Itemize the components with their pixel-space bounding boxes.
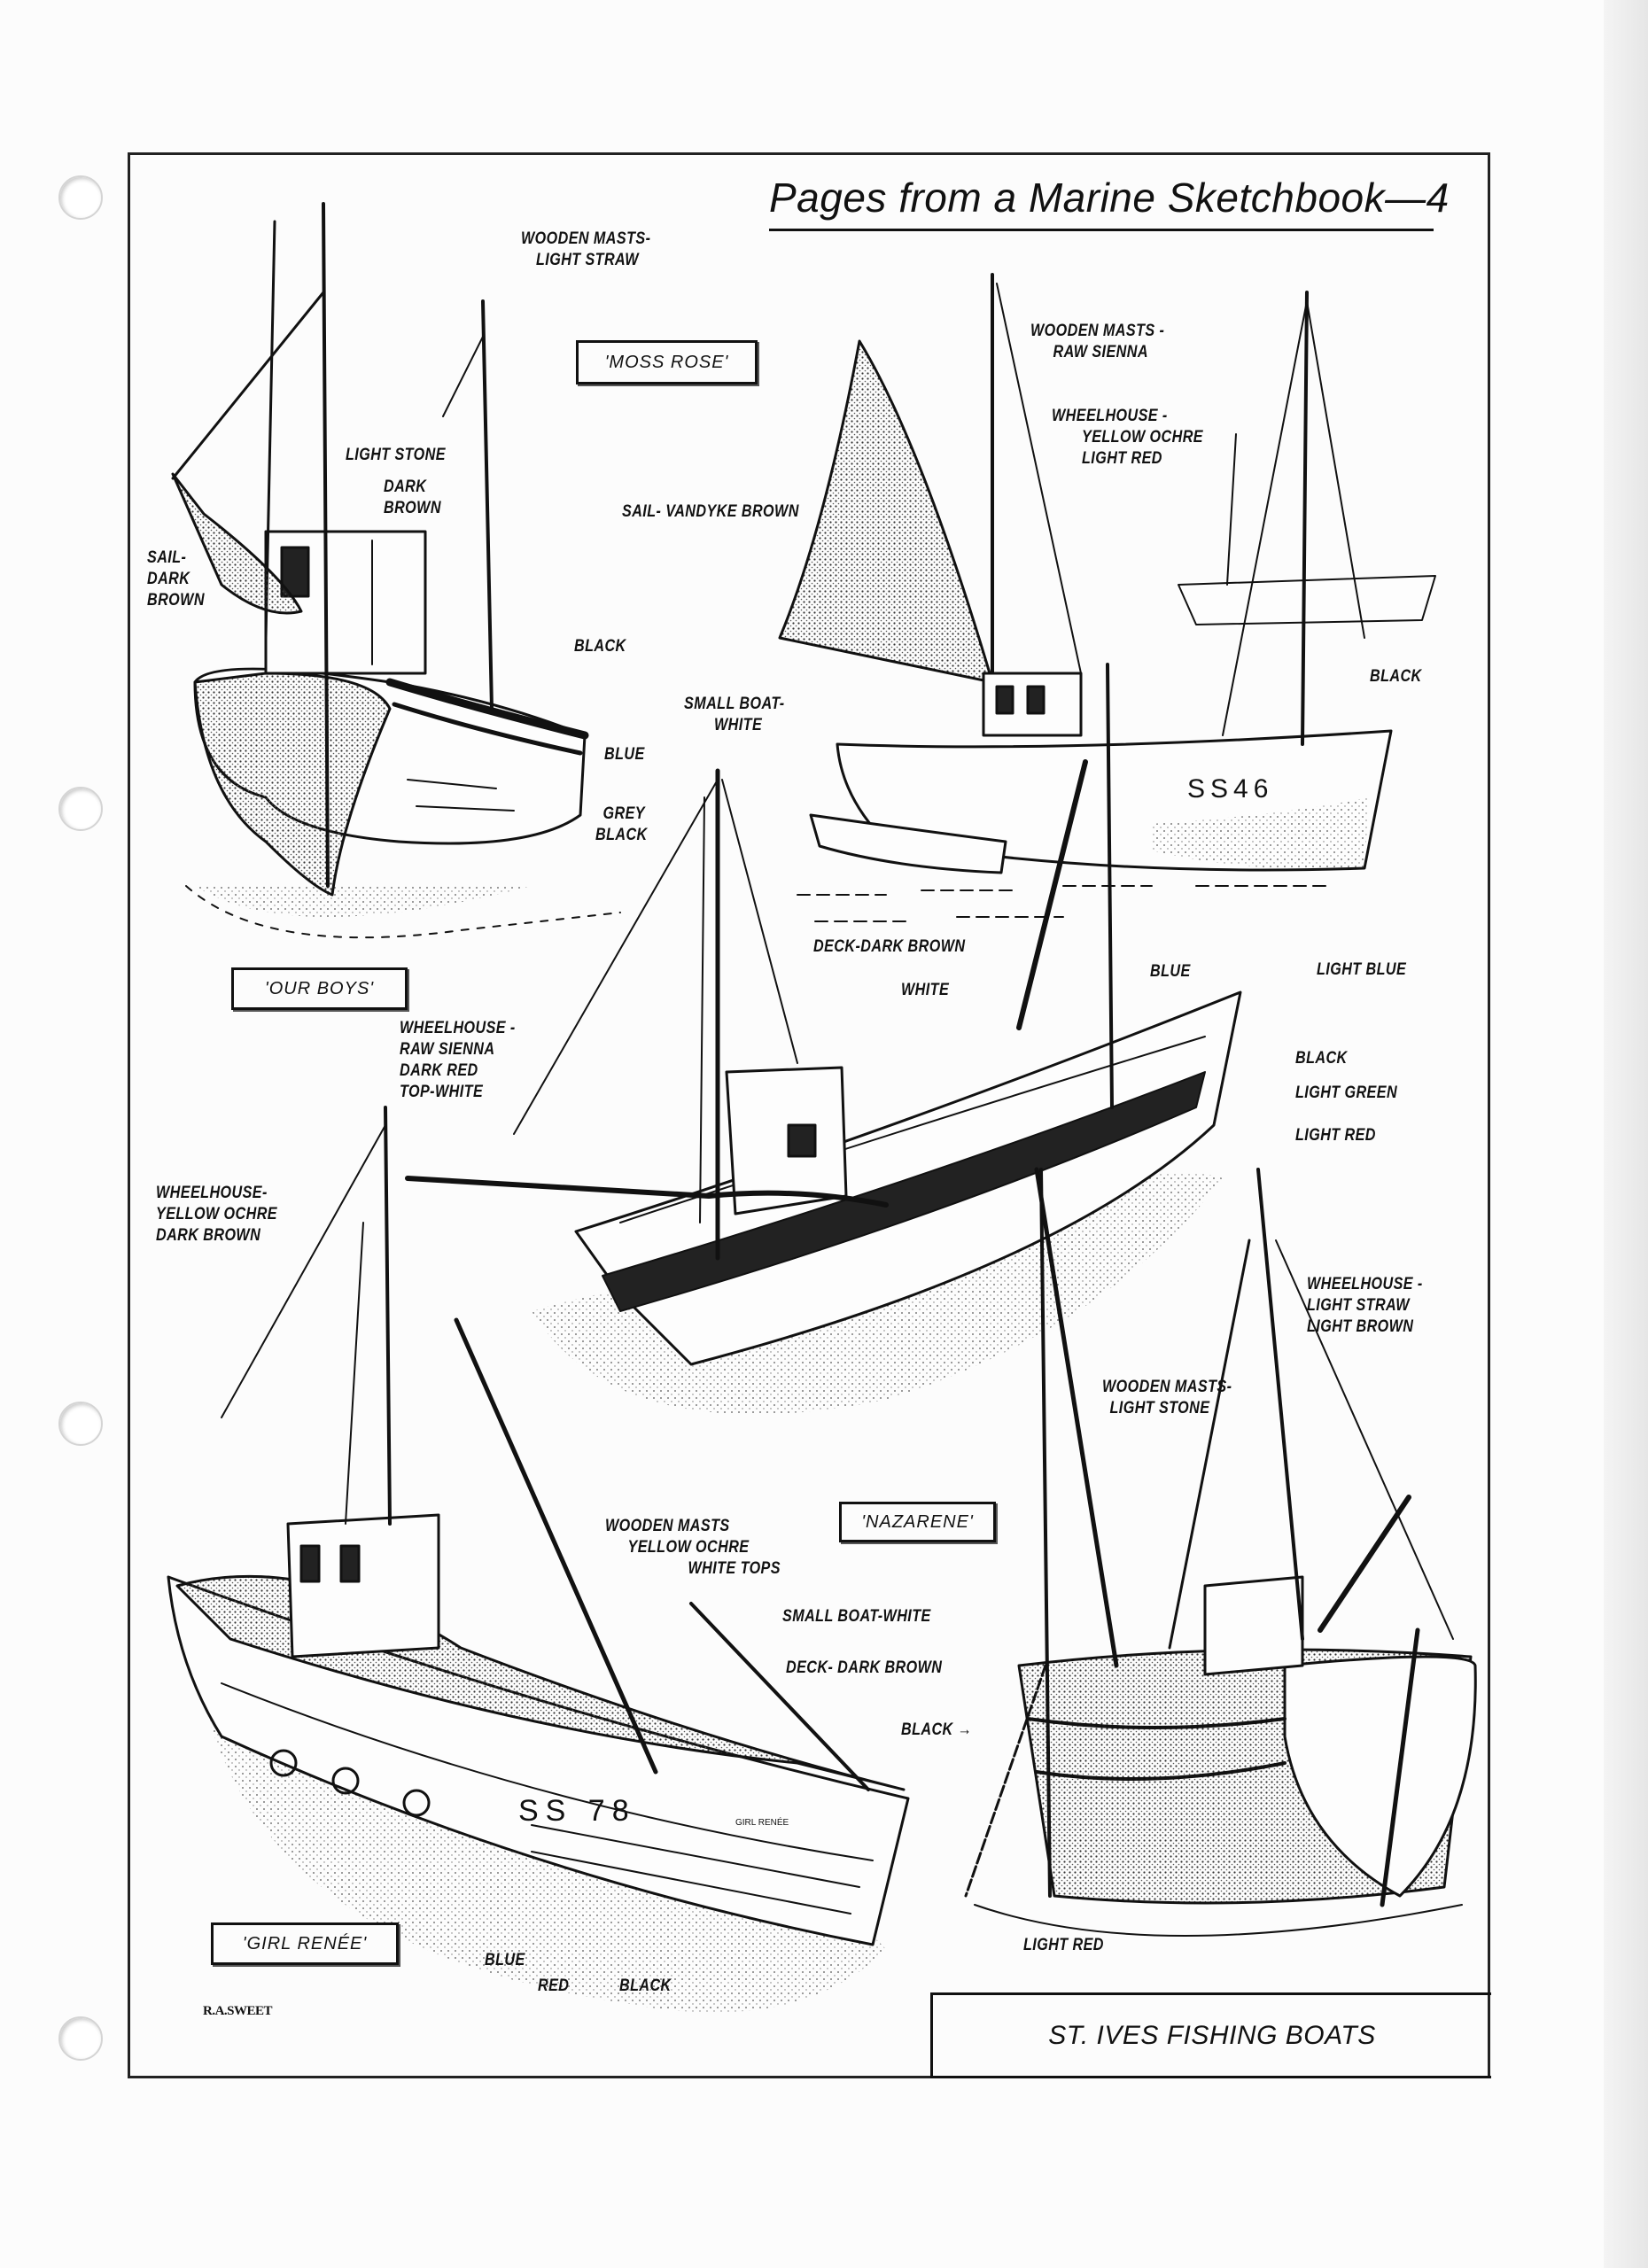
moss-rose-hull-number: SS46 [1187, 774, 1273, 804]
punch-hole [58, 787, 103, 831]
label-black-our-boys: BLACK [574, 637, 626, 656]
caption-text: ST. IVES FISHING BOATS [1048, 2020, 1376, 2050]
paper-edge [1604, 0, 1648, 2268]
punch-hole [58, 175, 103, 220]
caption-box: ST. IVES FISHING BOATS [930, 1992, 1491, 2078]
page-title: Pages from a Marine Sketchbook—4 [769, 175, 1450, 221]
label-blue-girl-renee: BLUE [485, 1951, 525, 1969]
boat-name-moss-rose: 'MOSS ROSE' [576, 340, 758, 384]
label-deck-dark-brown-2: DECK- DARK BROWN [786, 1658, 943, 1677]
boat-name-girl-renee: 'GIRL RENÉE' [211, 1922, 399, 1965]
label-light-blue: LIGHT BLUE [1317, 960, 1407, 979]
punch-hole [58, 1402, 103, 1446]
nazarene-drawing [964, 1167, 1477, 1937]
girl-renee-hull-number: SS 78 [518, 1794, 636, 1828]
label-light-green: LIGHT GREEN [1295, 1084, 1398, 1102]
label-light-red-center: LIGHT RED [1295, 1126, 1376, 1145]
label-blue-center: BLUE [1150, 962, 1191, 981]
label-white: WHITE [901, 981, 950, 999]
label-masts-light-stone: WOODEN MASTS-LIGHT STONE [1102, 1378, 1232, 1418]
label-light-stone: LIGHT STONE [346, 446, 446, 464]
label-black-girl-renee: BLACK [619, 1977, 672, 1995]
label-masts-light-straw: WOODEN MASTS-LIGHT STRAW [521, 229, 651, 269]
label-light-red-nazarene: LIGHT RED [1023, 1936, 1104, 1954]
label-masts-raw-sienna: WOODEN MASTS -RAW SIENNA [1030, 322, 1165, 361]
boat-name-our-boys: 'OUR BOYS' [231, 967, 408, 1010]
label-red-girl-renee: RED [538, 1977, 570, 1995]
label-small-boat-white-2: SMALL BOAT-WHITE [782, 1607, 931, 1626]
label-sail-vandyke-brown: SAIL- VANDYKE BROWN [622, 502, 799, 521]
punch-hole [58, 2016, 103, 2061]
label-small-boat-white: SMALL BOAT-WHITE [684, 695, 785, 734]
girl-renee-drawing: SS 78 GIRL RENÉE [167, 1106, 910, 2013]
boat-name-nazarene: 'NAZARENE' [839, 1502, 996, 1542]
title-underline [769, 229, 1434, 231]
artist-signature: R.A.SWEET [203, 2004, 273, 2018]
label-black-center: BLACK [1295, 1049, 1348, 1068]
label-black-nazarene: BLACK → [901, 1720, 973, 1739]
girl-renee-hull-name: GIRL RENÉE [735, 1816, 789, 1828]
label-blue-our-boys: BLUE [604, 745, 645, 764]
label-black-moss-rose: BLACK [1370, 667, 1422, 686]
label-deck-dark-brown: DECK-DARK BROWN [813, 937, 966, 956]
page-frame [128, 152, 1490, 2078]
moss-rose-drawing: SS46 [778, 273, 1436, 922]
our-boys-drawing [171, 202, 621, 939]
center-boat-drawing [405, 663, 1242, 1415]
